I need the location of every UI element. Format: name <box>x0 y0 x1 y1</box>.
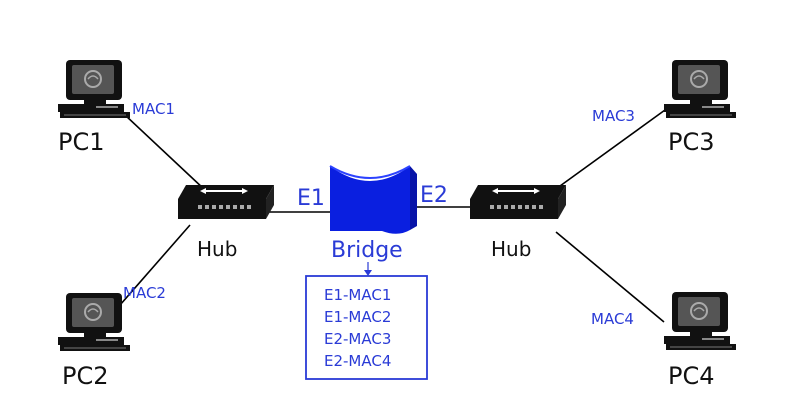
pc-2: PC2 MAC2 <box>57 284 166 390</box>
link-hub-pc3 <box>559 109 666 187</box>
mac-label: MAC4 <box>591 310 634 328</box>
links <box>119 109 666 323</box>
port-e1-label: E1 <box>297 186 325 211</box>
network-hub-icon <box>177 184 275 220</box>
mac-label: MAC1 <box>132 100 175 118</box>
pc-label: PC3 <box>668 128 715 156</box>
link-pc2-hub <box>119 224 191 306</box>
arrow-head <box>364 270 372 276</box>
desktop-computer-icon <box>57 292 131 352</box>
link-pc1-hub <box>124 114 206 191</box>
pc-label: PC4 <box>668 362 715 390</box>
pc-label: PC2 <box>62 362 109 390</box>
desktop-computer-icon <box>663 291 737 351</box>
pc-1: PC1 MAC1 <box>57 59 175 156</box>
table-entry: E1-MAC2 <box>324 308 391 326</box>
hub-label: Hub <box>491 237 531 261</box>
bridge-icon <box>330 166 410 234</box>
mac-label: MAC2 <box>123 284 166 302</box>
mac-table-border <box>305 275 428 380</box>
bridge-label: Bridge <box>331 238 403 263</box>
hub-right: Hub <box>469 184 567 261</box>
bridge: E1 E2 Bridge <box>297 165 448 263</box>
link-hub-pc4 <box>555 231 665 323</box>
mac-label: MAC3 <box>592 107 635 125</box>
table-entry: E1-MAC1 <box>324 286 391 304</box>
pc-4: PC4 MAC4 <box>591 291 737 390</box>
hub-label: Hub <box>197 237 237 261</box>
pc-3: PC3 MAC3 <box>592 59 737 156</box>
hub-left: Hub <box>177 184 275 261</box>
desktop-computer-icon <box>57 59 131 119</box>
network-hub-icon <box>469 184 567 220</box>
port-e2-label: E2 <box>420 183 448 208</box>
mac-address-table: E1-MAC1 E1-MAC2 E2-MAC3 E2-MAC4 <box>305 275 428 380</box>
table-entry: E2-MAC4 <box>324 352 391 370</box>
pc-label: PC1 <box>58 128 105 156</box>
table-entry: E2-MAC3 <box>324 330 391 348</box>
desktop-computer-icon <box>663 59 737 119</box>
